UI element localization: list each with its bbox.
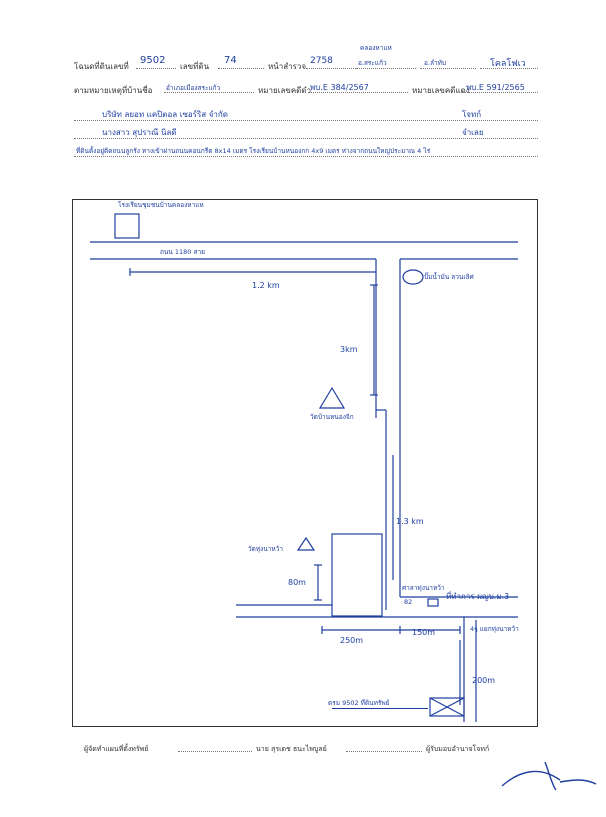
- defendant-role: จำเลย: [462, 128, 484, 137]
- temple-b-label: วัดทุ่งนาหว้า: [248, 545, 284, 553]
- dist-200m-label: 200m: [472, 676, 496, 685]
- survey-page-label: หน้าสำรวจ: [268, 62, 307, 71]
- temple-b-icon: [296, 536, 316, 551]
- red-label: หมายเลขคดีแดง: [412, 86, 470, 95]
- book-label: หมายเลขคดีดำ: [258, 86, 312, 95]
- survey-page: 2758: [310, 56, 333, 66]
- defendant-name: นางสาว สุปราณี นิลดี: [102, 128, 177, 137]
- dist-1-2km-label: 1.2 km: [252, 281, 280, 290]
- school-icon: [114, 213, 140, 239]
- maker-label: ผู้จัดทำแผนที่ตั้งทรัพย์: [84, 745, 149, 753]
- dist-1-3km-label: 1.3 km: [396, 517, 424, 526]
- gas-station-icon: [402, 269, 424, 285]
- plaintiff-name: บริษัท ลยอท แคปิตอล เซอร์ริส จำกัด: [102, 110, 228, 119]
- map-frame: [72, 199, 538, 727]
- target-parcel: [429, 697, 465, 717]
- dist-250m-label: 250m: [340, 636, 364, 645]
- plaintiff-role: โจทก์: [462, 110, 482, 119]
- school-label: โรงเรียนชุมชนบ้านคลองหาแห: [118, 201, 204, 209]
- temple-a-label: วัดบ้านหนองจิก: [310, 413, 354, 421]
- red-value: พบ.E 591/2565: [466, 83, 525, 92]
- map-label: ตามหมายเหตุที่บ้านชื่อ: [74, 86, 153, 95]
- officer-label: ผู้รับมอบอำนาจโจทก์: [426, 745, 490, 753]
- target-parcel-label: ตรม 9502 ที่ดินทรัพย์: [328, 699, 390, 707]
- post-number: 82: [404, 598, 413, 606]
- road-name-label: ถนน 1180 สาย: [160, 248, 205, 256]
- village-building: [331, 533, 383, 617]
- post-box-icon: [427, 598, 439, 607]
- junction-label: 4ๆ แยกทุ่งนาหว้า: [470, 625, 519, 633]
- post-label: ศาลาทุ่งนาหว้า: [402, 584, 445, 592]
- deed-no-label: โฉนดที่ดินเลขที่: [74, 62, 129, 71]
- maker-name: นาย สุรเดช ธนะไพบูลย์: [256, 745, 327, 753]
- dist-80m-label: 80m: [288, 578, 306, 587]
- gas-station-label: ปั๊มน้ำมัน ลวนเลิศ: [424, 273, 474, 281]
- deed-no: 9502: [140, 55, 166, 66]
- tambon: อ.ลำทับ: [424, 59, 447, 67]
- book-value: พบ.E 384/2567: [310, 83, 369, 92]
- land-no-label: เลขที่ดิน: [180, 62, 210, 71]
- district-top: คลองหาแห: [360, 44, 392, 52]
- map-value: อำเภอเมืองสระแก้ว: [166, 84, 221, 92]
- province: โคลโฟเว: [490, 59, 526, 69]
- office-label: ที่ทำการ ผญบ.ม.3: [446, 592, 510, 601]
- district: อ.สระแก้ว: [358, 59, 387, 67]
- temple-a-icon: [318, 386, 346, 409]
- land-no: 74: [224, 55, 237, 66]
- signature-mark: [501, 761, 597, 791]
- location-note: ที่ดินตั้งอยู่ติดถนนลูกรัง ทางเข้าผ่านถน…: [76, 147, 431, 155]
- dist-3km-label: 3km: [340, 345, 358, 354]
- dist-150m-label: 150m: [412, 628, 436, 637]
